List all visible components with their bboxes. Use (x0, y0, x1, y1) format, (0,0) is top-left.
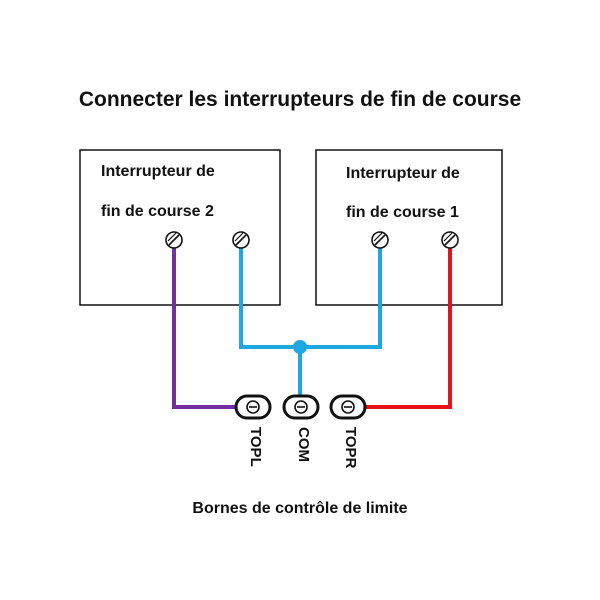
terminal-label-topl: TOPL (247, 427, 264, 467)
switch-2-label-line1: Interrupteur de (101, 163, 215, 180)
screw-icon (371, 231, 389, 249)
topl-wire (172, 243, 238, 409)
screw-icon (165, 231, 183, 249)
terminal-com-icon (282, 394, 320, 420)
switch-1-label-line2: fin de course 1 (346, 204, 459, 221)
limit-switch-2-box (79, 149, 281, 306)
switch-1-label-line1: Interrupteur de (346, 165, 460, 182)
topr-wire (362, 243, 452, 409)
limit-switch-1-box (315, 149, 503, 306)
screw-icon (441, 231, 459, 249)
com-wire-switch2 (239, 243, 382, 349)
com-junction-dot (293, 340, 307, 354)
switch-2-label-line2: fin de course 2 (101, 203, 214, 220)
terminal-topl-icon (234, 394, 272, 420)
terminal-topr-icon (329, 394, 367, 420)
terminal-label-topr: TOPR (342, 427, 359, 469)
terminals-caption: Bornes de contrôle de limite (192, 500, 408, 517)
terminal-label-com: COM (295, 427, 312, 462)
screw-icon (232, 231, 250, 249)
diagram-title: Connecter les interrupteurs de fin de co… (78, 88, 522, 111)
